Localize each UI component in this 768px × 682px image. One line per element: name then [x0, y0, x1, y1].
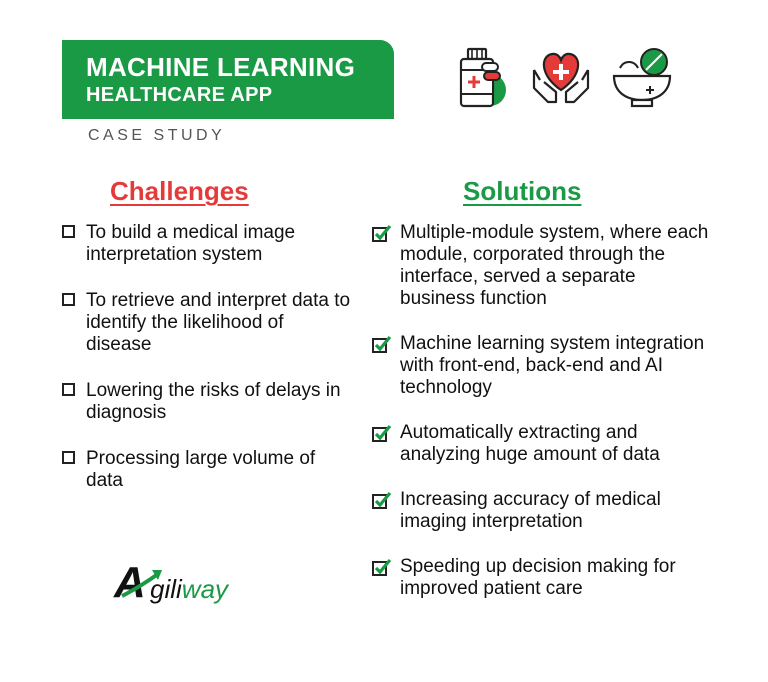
solution-item: Increasing accuracy of medical imaging i…	[372, 489, 712, 533]
page-title: MACHINE LEARNING	[86, 52, 356, 82]
challenges-heading: Challenges	[110, 176, 249, 206]
challenge-item: To retrieve and interpret data to identi…	[62, 290, 352, 356]
logo-text-way: way	[181, 574, 229, 604]
solution-text: Automatically extracting and analyzing h…	[400, 422, 660, 465]
checked-checkbox-icon	[372, 224, 392, 242]
checked-checkbox-icon	[372, 558, 392, 576]
solutions-list: Multiple-module system, where each modul…	[372, 222, 712, 623]
checkbox-icon	[62, 451, 75, 464]
solutions-heading: Solutions	[463, 176, 582, 206]
header-icons	[452, 46, 682, 116]
checked-checkbox-icon	[372, 424, 392, 442]
challenge-text: To build a medical image interpretation …	[86, 222, 296, 265]
checkbox-icon	[62, 293, 75, 306]
subtitle: CASE STUDY	[88, 127, 226, 144]
challenges-list: To build a medical image interpretation …	[62, 222, 352, 516]
logo-text-gili: gili	[150, 574, 182, 604]
challenge-text: Processing large volume of data	[86, 448, 316, 491]
challenge-text: To retrieve and interpret data to identi…	[86, 290, 351, 355]
challenge-text: Lowering the risks of delays in diagnosi…	[86, 380, 341, 423]
challenge-item: Processing large volume of data	[62, 448, 352, 492]
checkbox-icon	[62, 225, 75, 238]
mortar-pill-icon	[612, 48, 672, 108]
solution-text: Speeding up decision making for improved…	[400, 556, 676, 599]
checked-checkbox-icon	[372, 335, 392, 353]
medicine-bottle-icon	[459, 47, 506, 108]
solution-item: Automatically extracting and analyzing h…	[372, 422, 712, 466]
solution-item: Machine learning system integration with…	[372, 333, 712, 399]
agiliway-logo: A giliway	[114, 560, 244, 610]
checkbox-icon	[62, 383, 75, 396]
logo-initial: A	[114, 558, 146, 607]
title-banner: MACHINE LEARNING HEALTHCARE APP	[62, 40, 394, 119]
solution-item: Multiple-module system, where each modul…	[372, 222, 712, 310]
challenge-item: Lowering the risks of delays in diagnosi…	[62, 380, 352, 424]
solution-text: Multiple-module system, where each modul…	[400, 222, 709, 309]
solution-text: Machine learning system integration with…	[400, 333, 705, 398]
heart-in-hands-icon	[532, 52, 590, 104]
challenge-item: To build a medical image interpretation …	[62, 222, 352, 266]
solution-text: Increasing accuracy of medical imaging i…	[400, 489, 661, 532]
solution-item: Speeding up decision making for improved…	[372, 556, 712, 600]
logo-arrow-icon	[121, 570, 162, 598]
page-title-secondary: HEALTHCARE APP	[86, 84, 273, 106]
checked-checkbox-icon	[372, 491, 392, 509]
